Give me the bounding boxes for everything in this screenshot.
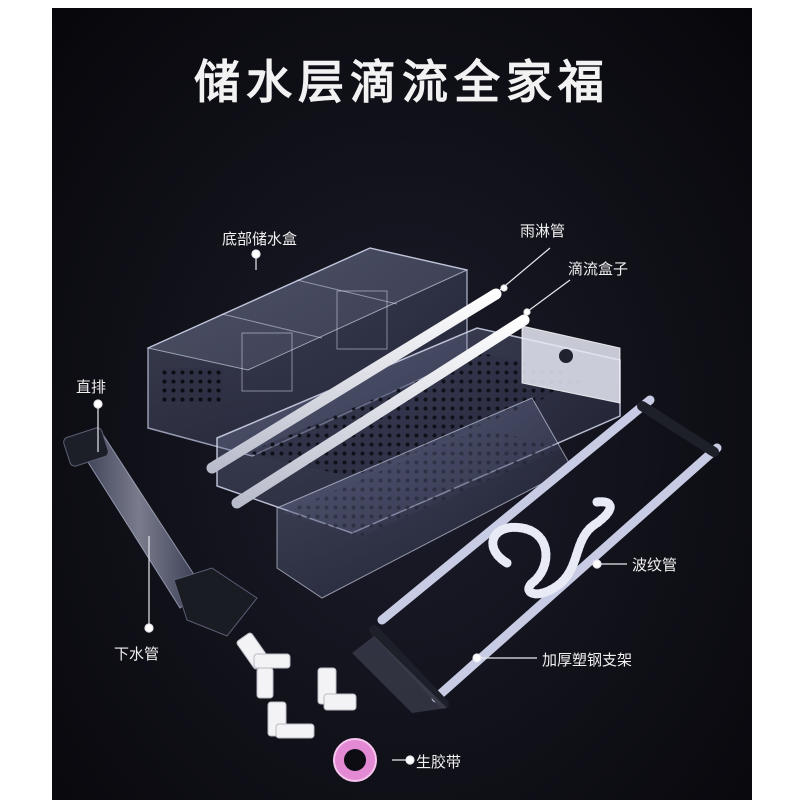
label-steel-frame: 加厚塑钢支架 [542,651,633,669]
steel-frame [352,395,722,713]
product-image-panel: 储水层滴流全家福 [52,8,752,800]
label-straight-drain: 直排 [76,378,107,396]
page-title: 储水层滴流全家福 [194,55,610,109]
corrugated-pipe [488,497,615,599]
ptfe-tape-roll [333,738,377,782]
product-illustration [63,247,722,782]
label-rain-pipe: 雨淋管 [520,222,566,240]
pvc-fittings [236,632,357,739]
bottom-storage-box [146,247,469,457]
callout-lines [93,247,627,765]
label-down-pipe: 下水管 [114,645,160,663]
label-ptfe-tape: 生胶带 [416,753,462,771]
label-drip-box: 滴流盒子 [568,260,629,278]
down-pipe [63,427,258,637]
label-bottom-storage-box: 底部储水盒 [222,230,298,248]
rain-pipes [206,288,530,509]
label-corrugated-pipe: 波纹管 [632,556,678,574]
